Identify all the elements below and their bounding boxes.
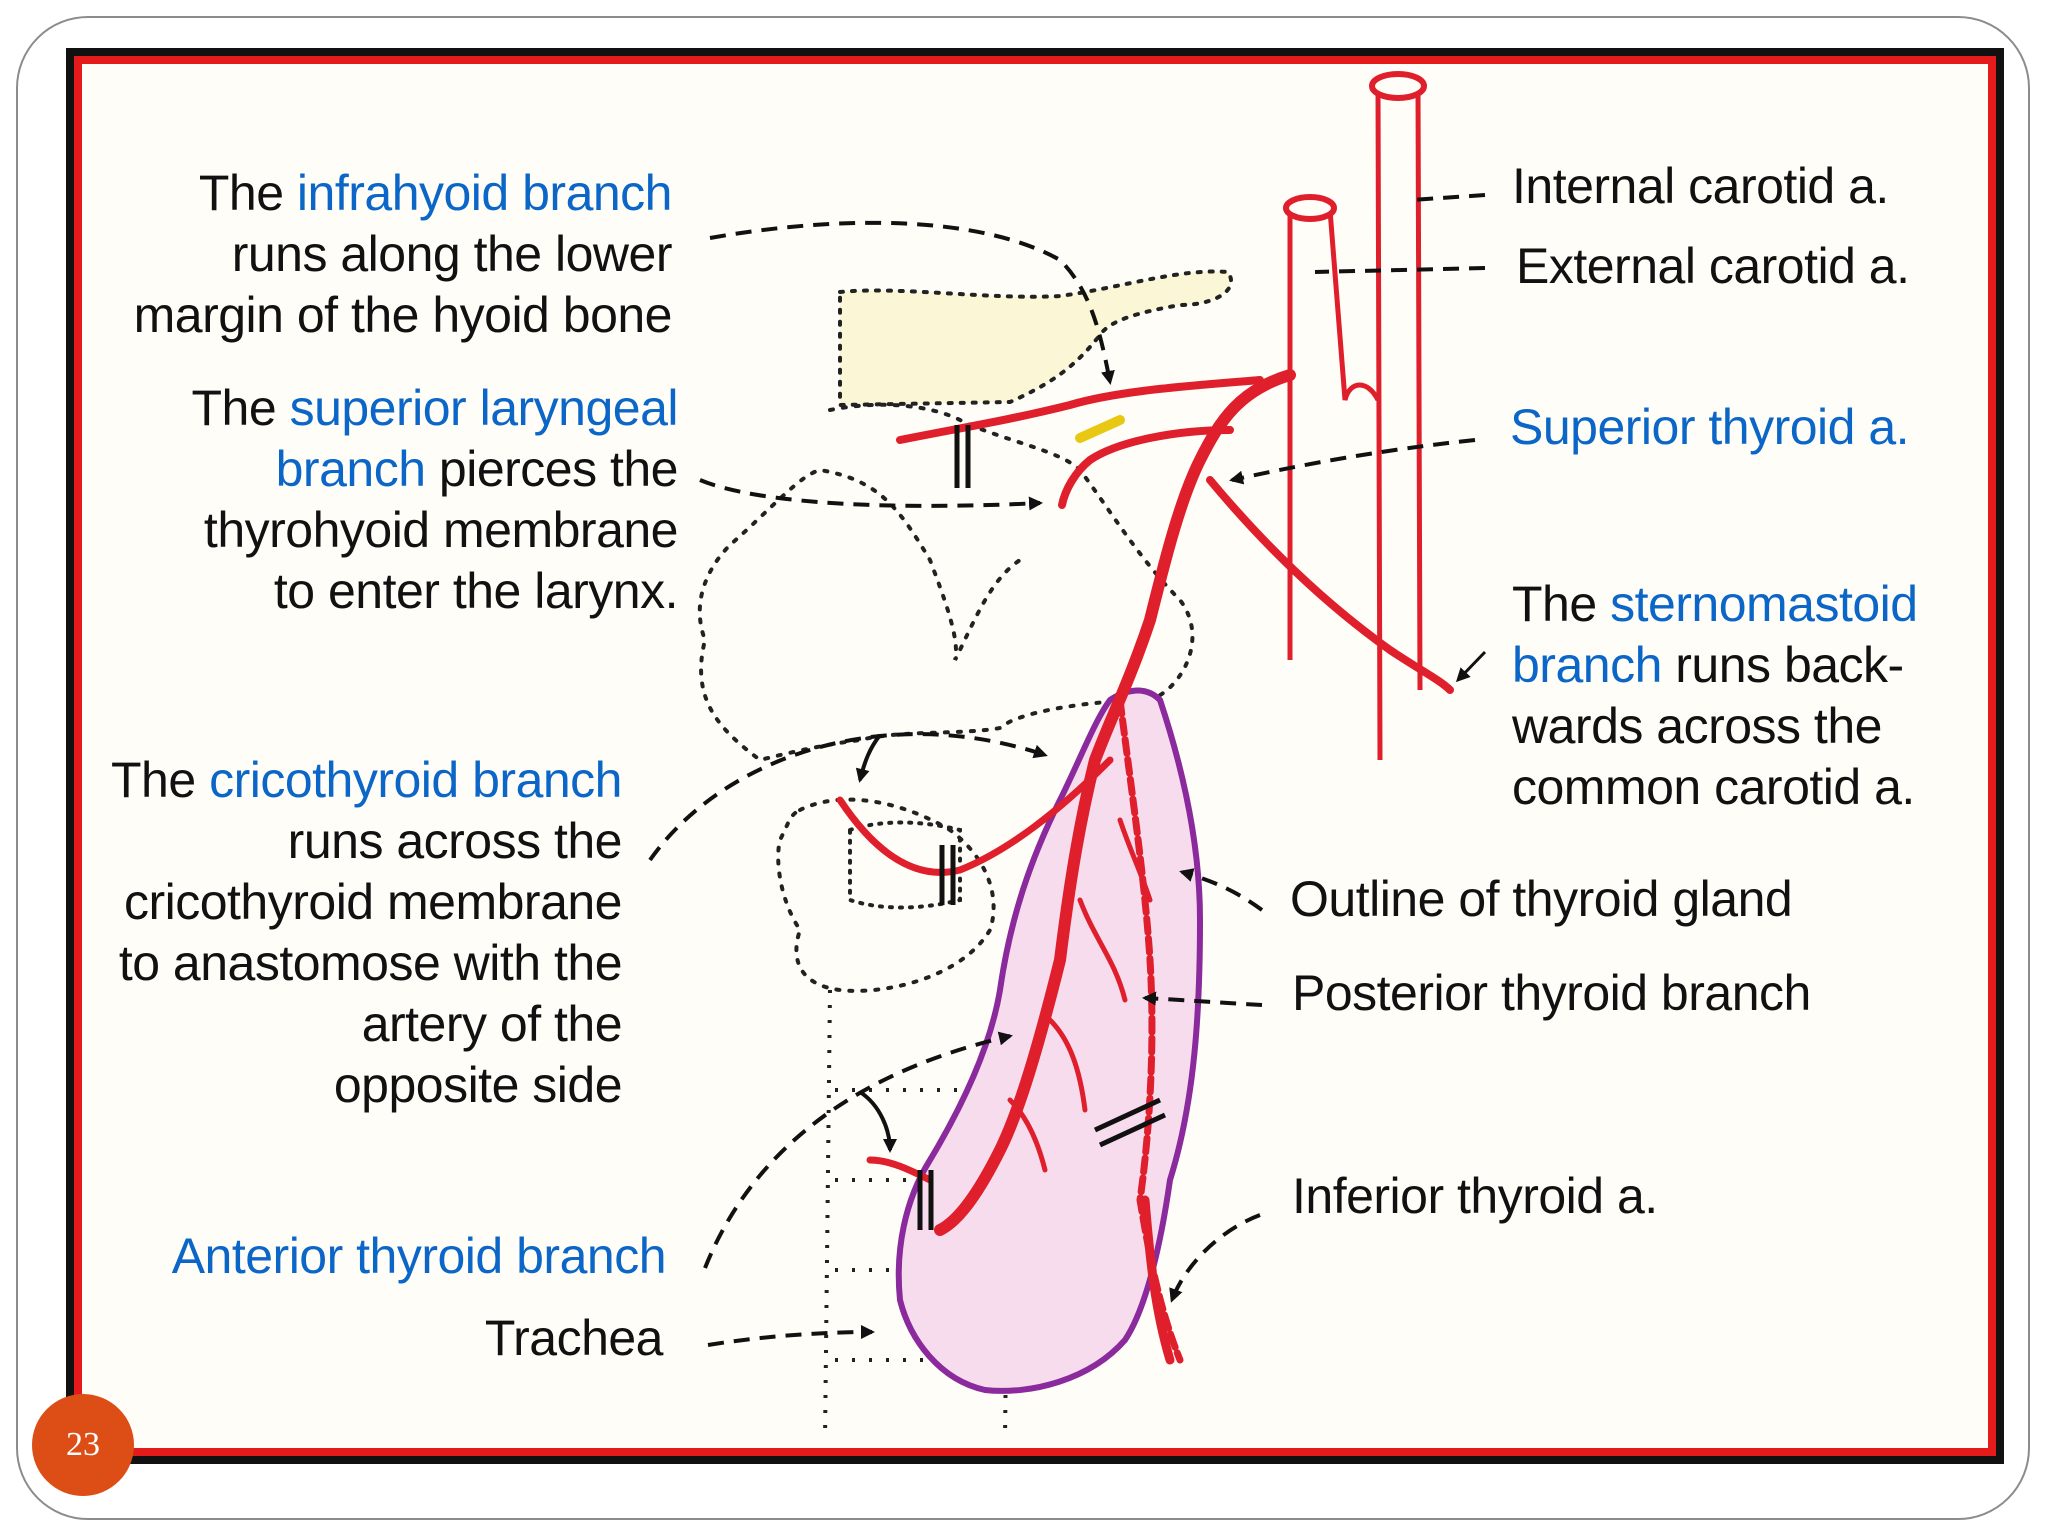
anterior-thyroid-branch-artery xyxy=(866,1156,934,1184)
superior-laryngeal-branch-term: branch xyxy=(275,441,426,497)
infrahyoid-pre: The xyxy=(198,165,297,221)
cricothyroid-line5: artery of the xyxy=(361,996,623,1052)
ligature-mark-4 xyxy=(1093,1097,1167,1148)
infrahyoid-line2: runs along the lower xyxy=(231,226,673,282)
page-number-badge: 23 xyxy=(32,1394,134,1496)
cricothyroid-line3: cricothyroid membrane xyxy=(123,874,623,930)
cricothyroid-leader xyxy=(648,732,1048,862)
superior-laryngeal-artery xyxy=(1058,426,1234,509)
outline-thyroid-leader xyxy=(1179,868,1264,912)
diagram-panel xyxy=(66,48,2004,1464)
ligature-mark-3 xyxy=(917,1170,934,1230)
inferior-thyroid-label: Inferior thyroid a. xyxy=(1292,1168,1658,1224)
external-carotid-lumen xyxy=(1283,194,1337,222)
sternomastoid-pre: The xyxy=(1512,576,1611,632)
internal-carotid-artery xyxy=(1375,87,1423,761)
infrahyoid-line3: margin of the hyoid bone xyxy=(133,287,673,343)
sternomastoid-leader xyxy=(1455,650,1487,683)
superior-laryngeal-leader xyxy=(699,478,1043,511)
external-carotid-artery xyxy=(1287,209,1381,660)
thyroid-cartilage-outline xyxy=(697,402,1195,763)
cricothyroid-pre: The xyxy=(111,752,210,808)
cricothyroid-membrane xyxy=(848,820,962,910)
internal-carotid-leader xyxy=(1411,193,1486,202)
internal-carotid-label: Internal carotid a. xyxy=(1512,158,1889,214)
cricothyroid-line4: to anastomose with the xyxy=(118,935,623,991)
ligature-mark-2 xyxy=(939,845,956,905)
cricothyroid-leader-return xyxy=(855,733,882,783)
sternomastoid-line3: wards across the xyxy=(1512,698,1882,754)
superior-thyroid-artery xyxy=(934,369,1296,1236)
superior-laryngeal-nerve xyxy=(1075,415,1125,443)
hyoid-bone xyxy=(838,269,1233,408)
sternomastoid-term: sternomastoid xyxy=(1610,576,1918,632)
trachea-leader xyxy=(707,1325,875,1347)
inferior-thyroid-artery xyxy=(1140,1195,1175,1365)
inferior-thyroid-leader xyxy=(1169,1213,1261,1303)
superior-laryngeal-term: superior laryngeal xyxy=(289,380,679,436)
ligature-mark-1 xyxy=(954,425,971,488)
posterior-thyroid-leader xyxy=(1142,991,1263,1007)
superior-laryngeal-line3: thyrohyoid membrane xyxy=(203,502,679,558)
outline-thyroid-label: Outline of thyroid gland xyxy=(1290,871,1793,927)
posterior-thyroid-label: Posterior thyroid branch xyxy=(1292,965,1811,1021)
gland-twigs xyxy=(1007,817,1153,1173)
anterior-thyroid-leader-a xyxy=(703,1031,1013,1269)
thyroid-gland-lobe xyxy=(895,687,1204,1394)
infrahyoid-term: infrahyoid branch xyxy=(296,165,673,221)
sternomastoid-branch-artery xyxy=(1206,476,1454,694)
cricothyroid-line2: runs across the xyxy=(287,813,623,869)
external-carotid-label: External carotid a. xyxy=(1516,238,1910,294)
superior-laryngeal-pre: The xyxy=(191,380,290,436)
superior-laryngeal-post: pierces the xyxy=(425,441,679,497)
cricothyroid-branch-artery xyxy=(836,756,1114,876)
sternomastoid-post: runs back- xyxy=(1661,637,1904,693)
trachea-outline-left xyxy=(823,989,832,1441)
external-carotid-leader xyxy=(1314,266,1486,274)
sternomastoid-line4: common carotid a. xyxy=(1512,759,1915,815)
cricothyroid-line6: opposite side xyxy=(333,1057,623,1113)
superior-thyroid-label: Superior thyroid a. xyxy=(1510,399,1910,455)
cricothyroid-term: cricothyroid branch xyxy=(209,752,622,808)
superior-thyroid-leader xyxy=(1229,438,1476,485)
internal-carotid-lumen xyxy=(1369,71,1427,101)
anterior-thyroid-label: Anterior thyroid branch xyxy=(171,1228,667,1284)
trachea-label: Trachea xyxy=(484,1310,664,1366)
infrahyoid-leader xyxy=(709,220,1115,385)
sternomastoid-branch-term: branch xyxy=(1512,637,1662,693)
infrahyoid-branch-artery xyxy=(896,376,1264,444)
anterior-thyroid-leader-b xyxy=(858,1090,897,1153)
superior-laryngeal-line4: to enter the larynx. xyxy=(273,563,679,619)
